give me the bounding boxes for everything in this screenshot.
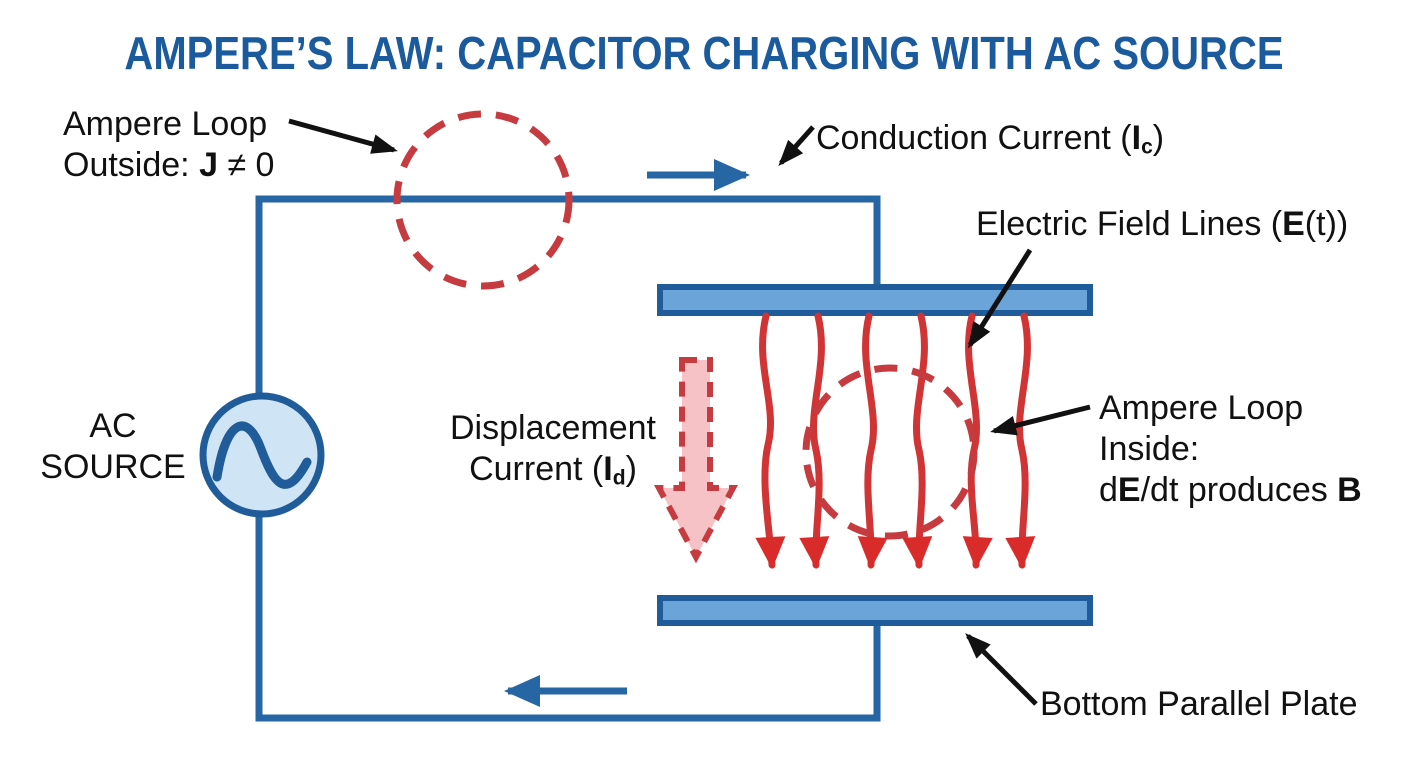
label-line: Ampere Loop xyxy=(63,105,268,143)
diagram-title: AMPERE’S LAW: CAPACITOR CHARGING WITH AC… xyxy=(124,27,1284,79)
field-line xyxy=(1005,312,1036,569)
label-line: SOURCE xyxy=(40,448,186,486)
label-line: dE/dt produces B xyxy=(1099,471,1362,509)
label-ac-source: AC SOURCE xyxy=(28,406,198,488)
annotation-arrow-bottom-plate xyxy=(965,633,1038,706)
bottom-parallel-plate xyxy=(657,595,1093,626)
annotation-arrow-efield xyxy=(967,248,1033,349)
label-line: AC xyxy=(89,407,137,445)
label-line: Displacement xyxy=(450,409,656,447)
field-line xyxy=(902,312,933,569)
ampere-loop-inside-circle xyxy=(802,364,978,540)
label-line: Current (Id) xyxy=(469,450,637,490)
label-ampere-loop-outside: Ampere Loop Outside: J ≠ 0 xyxy=(63,104,274,186)
label-bottom-parallel-plate: Bottom Parallel Plate xyxy=(1040,685,1358,723)
label-ampere-loop-inside: Ampere Loop Inside: dE/dt produces B xyxy=(1099,388,1362,511)
sine-wave-icon xyxy=(212,421,312,489)
annotation-arrow-ampere-outside xyxy=(288,118,398,154)
top-parallel-plate xyxy=(657,284,1093,316)
label-conduction-current: Conduction Current (Ic) xyxy=(816,119,1165,159)
label-line: Inside: xyxy=(1099,430,1200,468)
label-displacement-current: Displacement Current (Id) xyxy=(440,408,666,499)
annotation-arrow-ampere-inside xyxy=(990,404,1091,436)
ampere-loop-outside-circle xyxy=(393,110,573,290)
annotation-arrow-conduction xyxy=(778,125,815,166)
displacement-current-arrow xyxy=(653,357,739,564)
field-line xyxy=(755,312,786,569)
field-line xyxy=(857,312,888,569)
electric-field-lines xyxy=(755,312,1036,569)
field-line xyxy=(799,312,830,569)
label-line: Ampere Loop xyxy=(1099,389,1304,427)
field-line xyxy=(962,312,993,569)
label-line: Outside: J ≠ 0 xyxy=(63,146,275,184)
label-electric-field-lines: Electric Field Lines (E(t)) xyxy=(976,205,1349,243)
